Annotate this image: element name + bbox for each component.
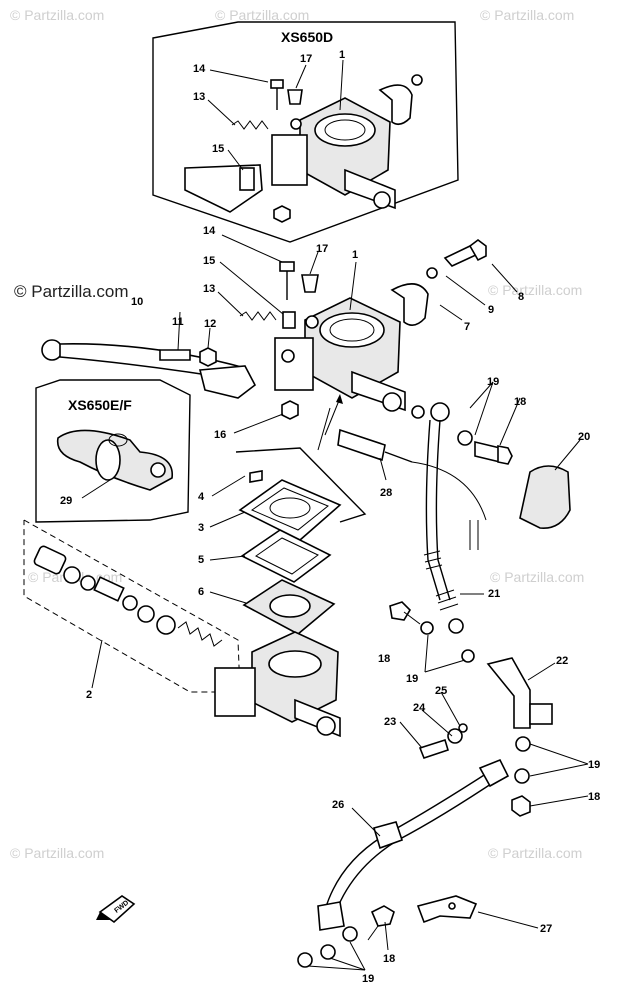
callout-27: 27 <box>540 923 552 935</box>
callout-25: 25 <box>435 685 447 697</box>
callout-9: 9 <box>488 304 494 316</box>
callout-18c: 18 <box>588 791 600 803</box>
callout-1: 1 <box>339 49 345 61</box>
callout-16b: 16 <box>214 429 226 441</box>
callout-15b: 15 <box>203 255 215 267</box>
callout-17b: 17 <box>316 243 328 255</box>
inset-xs650d: XS650D 14 17 1 13 15 <box>152 21 459 243</box>
callout-2: 2 <box>86 689 92 701</box>
inset-title-xs650ef: XS650E/F <box>68 397 132 413</box>
watermark: © Partzilla.com <box>488 282 582 298</box>
watermark-main: © Partzilla.com <box>14 282 129 301</box>
callout-19a: 19 <box>487 376 499 388</box>
callout-19c: 19 <box>588 759 600 771</box>
callout-17: 17 <box>300 53 312 65</box>
callout-20: 20 <box>578 431 590 443</box>
callout-28: 28 <box>380 487 392 499</box>
watermark: © Partzilla.com <box>10 845 104 861</box>
main-master-cylinder: 14 17 1 15 13 7 9 8 10 11 12 16 <box>41 225 524 441</box>
callout-15: 15 <box>212 143 224 155</box>
callout-19d: 19 <box>362 973 374 985</box>
callout-14: 14 <box>193 63 206 75</box>
callout-24: 24 <box>413 702 426 714</box>
callout-5: 5 <box>198 554 204 566</box>
callout-4: 4 <box>198 491 205 503</box>
watermark: © Partzilla.com <box>10 7 104 23</box>
callout-18b: 18 <box>378 653 390 665</box>
callout-21: 21 <box>488 588 500 600</box>
callout-13b: 13 <box>203 283 215 295</box>
callout-1b: 1 <box>352 249 358 261</box>
callout-29: 29 <box>60 495 72 507</box>
callout-10: 10 <box>131 296 143 308</box>
inset-xs650ef: XS650E/F 29 <box>35 379 191 523</box>
callout-19b: 19 <box>406 673 418 685</box>
watermark: © Partzilla.com <box>490 569 584 585</box>
callout-13: 13 <box>193 91 205 103</box>
callout-26: 26 <box>332 799 344 811</box>
callout-18a: 18 <box>514 396 526 408</box>
callout-11: 11 <box>172 316 184 328</box>
hose-upper-assembly: 28 <box>337 376 600 807</box>
callout-3: 3 <box>198 522 204 534</box>
inset-title-xs650d: XS650D <box>281 29 333 45</box>
callout-18d: 18 <box>383 953 395 965</box>
callout-6: 6 <box>198 586 204 598</box>
watermark: © Partzilla.com <box>215 7 309 23</box>
forward-arrow-icon: FWD <box>96 895 136 924</box>
watermark: © Partzilla.com <box>480 7 574 23</box>
callout-14b: 14 <box>203 225 216 237</box>
watermark: © Partzilla.com <box>488 845 582 861</box>
callout-23: 23 <box>384 716 396 728</box>
piston-kit: 2 <box>23 519 341 738</box>
callout-7: 7 <box>464 321 470 333</box>
callout-22: 22 <box>556 655 568 667</box>
hose-lower-assembly: 26 18 19 27 <box>297 758 552 985</box>
callout-8: 8 <box>518 291 524 303</box>
diaphragm-stack: 4 3 5 6 <box>198 407 367 635</box>
callout-12: 12 <box>204 318 216 330</box>
